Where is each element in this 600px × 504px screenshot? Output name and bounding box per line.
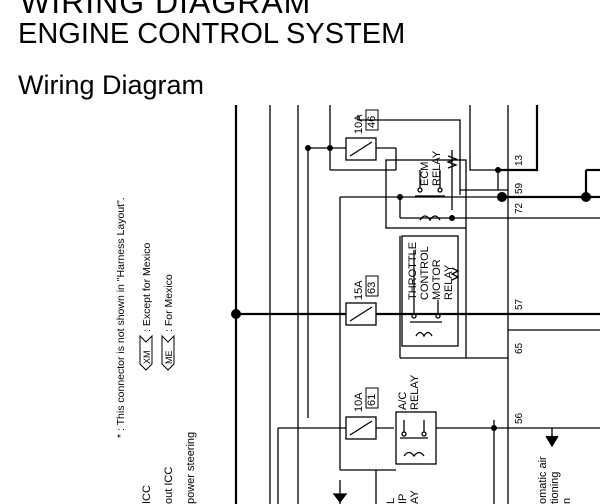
junction-dot: [581, 192, 591, 202]
lower-relay-label-2: AY: [409, 489, 421, 504]
auto-air-label-1: omatic air: [537, 456, 549, 504]
fuse-3-number: 61: [366, 394, 378, 406]
junction-dot: [397, 194, 403, 200]
fuse-1-amp: 10A: [353, 114, 365, 134]
out-icc-label: out ICC: [163, 467, 175, 504]
ecm-relay-label-1: ECM: [419, 162, 431, 186]
fuse-3-amp: 10A: [353, 392, 365, 412]
terminal-72: 72: [514, 202, 525, 214]
throttle-relay-label-1: THROTTLE: [407, 242, 419, 300]
lower-relay-label-1: IP: [397, 494, 409, 504]
terminal-57: 57: [514, 298, 525, 310]
icc-label: ICC: [141, 485, 153, 504]
ac-relay-label-2: RELAY: [409, 374, 421, 410]
page-title: ENGINE CONTROL SYSTEM: [18, 18, 406, 50]
fuse-1-number: 46: [366, 116, 378, 128]
clipped-section-title: WIRING DIAGRAM: [20, 0, 312, 20]
junction-dot: [491, 425, 497, 431]
me-badge: ME: [164, 351, 174, 365]
junction-dot: [449, 215, 455, 221]
terminal-59: 59: [514, 182, 525, 194]
junction-dot: [495, 167, 501, 173]
terminal-13: 13: [514, 154, 525, 166]
xm-badge: XM: [142, 351, 152, 365]
junction-dot: [305, 145, 311, 151]
junction-dot: [231, 309, 241, 319]
auto-air-label-3: n: [561, 498, 573, 504]
xm-badge-shape: [139, 334, 153, 371]
me-note: : For Mexico: [163, 274, 175, 332]
xm-note: : Except for Mexico: [141, 243, 153, 332]
fuse-2-number: 63: [366, 282, 378, 294]
junction-dot: [497, 192, 507, 202]
throttle-relay-label-2: CONTROL: [419, 246, 431, 300]
me-badge-shape: [161, 334, 175, 371]
terminal-65: 65: [514, 342, 525, 354]
throttle-relay-label-3: MOTOR: [431, 259, 443, 300]
terminal-56: 56: [514, 412, 525, 424]
lower-relay-label-3: L: [385, 498, 397, 504]
throttle-relay-label-4: RELAY: [443, 264, 455, 300]
auto-air-label-2: tioning: [549, 472, 561, 504]
fuse-2-amp: 15A: [353, 280, 365, 300]
connector-note: * : This connector is not shown in "Harn…: [115, 197, 127, 438]
ecm-relay-label-2: RELAY: [431, 150, 443, 186]
page-subtitle: Wiring Diagram: [18, 70, 205, 100]
ac-relay-label-1: A/C: [397, 392, 409, 410]
power-steering-label: power steering: [185, 432, 197, 504]
junction-dot: [327, 145, 333, 151]
